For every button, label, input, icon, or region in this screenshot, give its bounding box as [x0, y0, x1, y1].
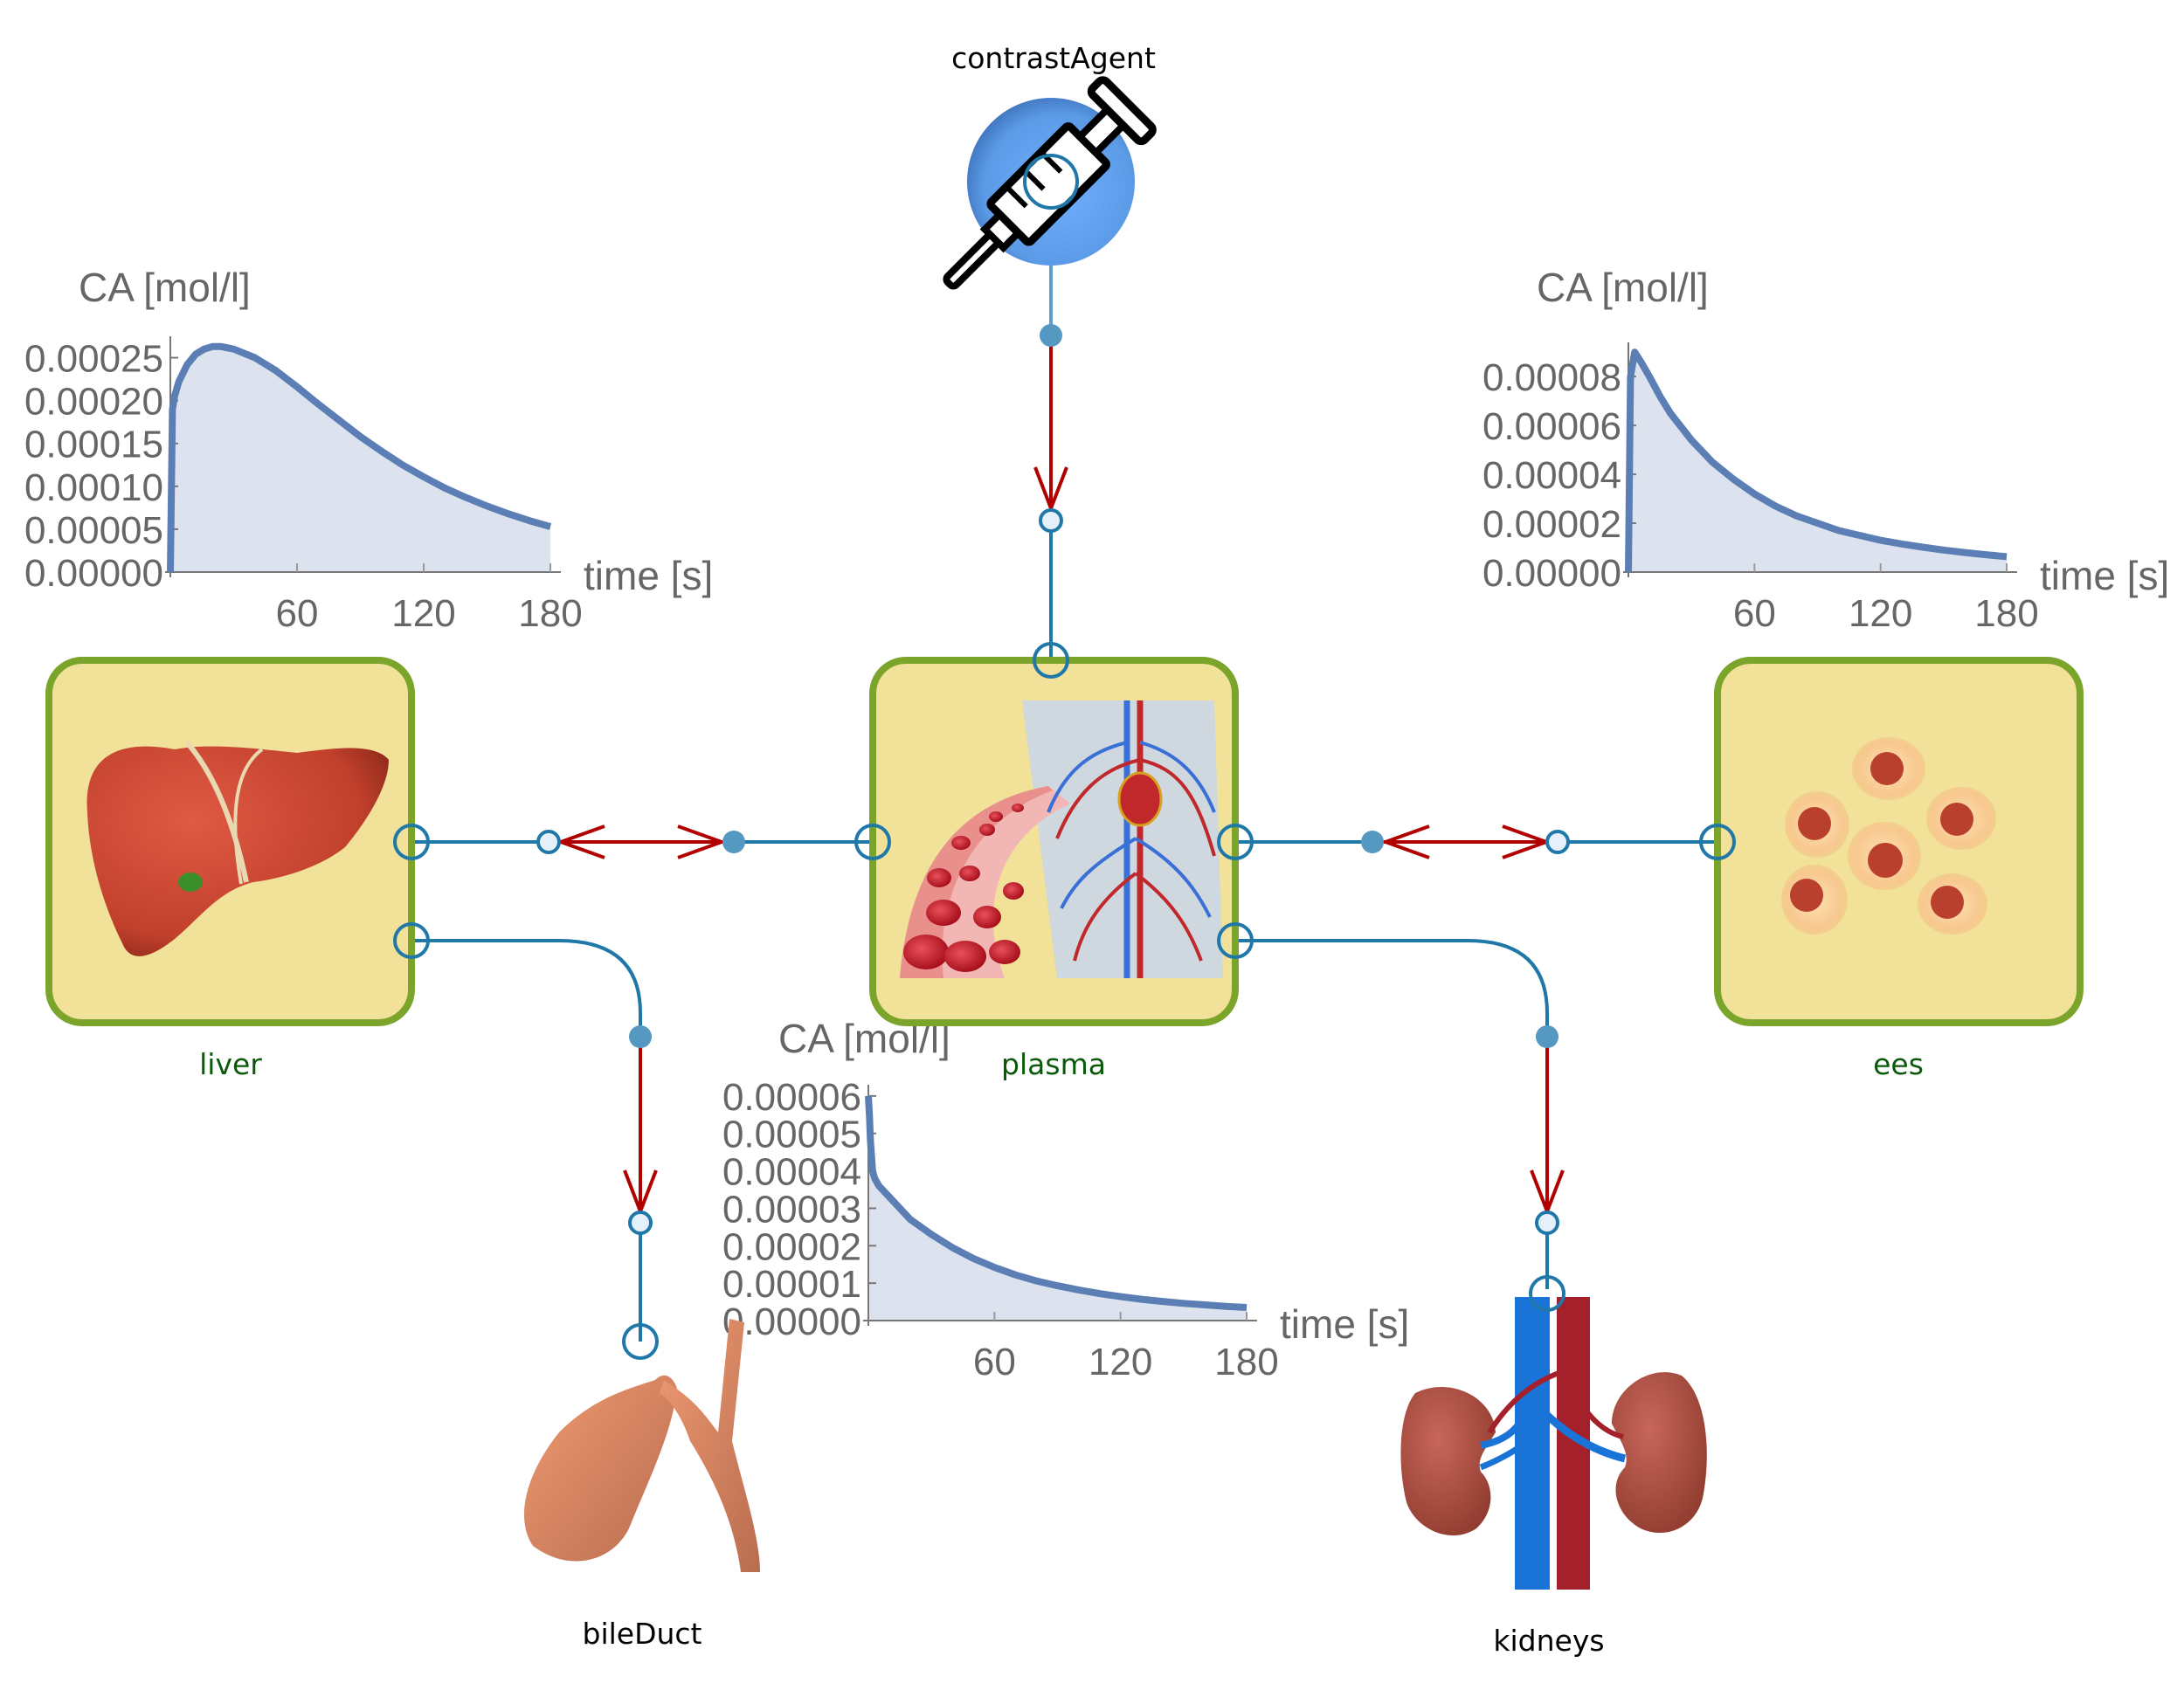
plasma-port-kidneys[interactable] — [1217, 922, 1254, 959]
compartment-liver[interactable]: liver — [45, 657, 430, 1081]
y-tick-label: 0.00020 — [24, 381, 163, 424]
y-tick-label: 0.00005 — [722, 1114, 861, 1156]
liver-port-plasma[interactable] — [393, 824, 430, 860]
compartment-label-liver: liver — [199, 1047, 262, 1081]
x-tick-label: 60 — [1733, 592, 1776, 635]
compartment-label-plasma: plasma — [1001, 1047, 1106, 1081]
y-tick-label: 0.00001 — [722, 1263, 861, 1306]
x-tick-label: 60 — [276, 592, 319, 635]
x-tick-label: 180 — [1974, 592, 2038, 635]
node-label-kidneys: kidneys — [1493, 1624, 1604, 1658]
connection-liver-bileduct[interactable] — [411, 939, 659, 1360]
chart-area-fill — [1628, 352, 2007, 572]
y-tick-label: 0.00004 — [722, 1151, 861, 1194]
ees-concentration-chart: 0.00000 0.00002 0.00004 0.00006 0.00008 60 120… — [1482, 265, 2169, 635]
x-tick-label: 120 — [391, 592, 455, 635]
connection-plasma-ees[interactable] — [1235, 824, 1717, 859]
flow-node-liver-side[interactable] — [536, 830, 561, 854]
chart-series-line — [865, 1095, 1248, 1311]
y-tick-label: 0.00004 — [1482, 454, 1621, 497]
x-tick-label: 180 — [1214, 1341, 1278, 1383]
chart-area-fill — [868, 1095, 1247, 1321]
x-axis-title: time [s] — [1280, 1301, 1409, 1347]
plasma-port-liver[interactable] — [854, 824, 891, 860]
contrastagent-port[interactable] — [1023, 154, 1079, 210]
connection-liver-plasma[interactable] — [411, 824, 873, 859]
y-tick-label: 0.00008 — [1482, 356, 1621, 399]
y-tick-label: 0.00025 — [24, 338, 163, 381]
chart-series-line — [167, 342, 552, 573]
node-kidneys[interactable]: kidneys — [1400, 1275, 1707, 1658]
flow-node-plasma-side[interactable] — [722, 831, 745, 853]
liver-icon — [86, 741, 389, 956]
bileduct-port[interactable] — [622, 1323, 659, 1360]
x-tick-label: 120 — [1849, 592, 1912, 635]
connection-plasma-kidneys[interactable] — [1235, 939, 1565, 1289]
cells-icon — [1781, 737, 1996, 935]
y-tick-label: 0.00002 — [722, 1225, 861, 1268]
x-tick-label: 120 — [1089, 1341, 1152, 1383]
flow-source-node[interactable] — [1536, 1025, 1559, 1048]
plasma-port-contrastagent[interactable] — [1033, 642, 1069, 679]
y-axis-title: CA [mol/l] — [1537, 265, 1709, 310]
kidneys-port[interactable] — [1529, 1275, 1565, 1312]
node-contrastagent[interactable]: contrastAgent — [923, 41, 1157, 309]
y-tick-label: 0.00000 — [24, 552, 163, 595]
connector-line — [411, 939, 642, 1037]
y-tick-label: 0.00006 — [1482, 405, 1621, 448]
compartment-label-ees: ees — [1873, 1047, 1924, 1081]
node-label-contrastagent: contrastAgent — [951, 41, 1156, 75]
compartment-ees[interactable]: ees — [1699, 657, 2084, 1081]
y-axis-title: CA [mol/l] — [79, 265, 251, 310]
node-bileduct[interactable]: bileDuct — [524, 1319, 760, 1651]
chart-area-fill — [170, 346, 550, 572]
node-label-bileduct: bileDuct — [583, 1617, 702, 1651]
x-axis-title: time [s] — [2040, 553, 2169, 598]
compartment-plasma[interactable]: plasma — [854, 642, 1254, 1081]
y-tick-label: 0.00005 — [24, 509, 163, 552]
connector-line — [1235, 939, 1549, 1037]
flow-source-node[interactable] — [1040, 324, 1062, 347]
y-tick-label: 0.00002 — [1482, 503, 1621, 546]
y-tick-label: 0.00003 — [722, 1188, 861, 1231]
flow-target-node[interactable] — [1535, 1211, 1559, 1235]
plasma-port-ees[interactable] — [1217, 824, 1254, 860]
y-tick-label: 0.00010 — [24, 466, 163, 509]
y-tick-label: 0.00000 — [722, 1300, 861, 1343]
ees-port-plasma[interactable] — [1699, 824, 1736, 860]
flow-arrowhead-left-icon — [1380, 824, 1430, 859]
syringe-icon — [943, 76, 1157, 290]
circulatory-system-icon — [900, 700, 1223, 978]
kidneys-icon — [1400, 1297, 1707, 1590]
flow-target-node[interactable] — [628, 1211, 653, 1235]
chart-series-line — [1625, 348, 2008, 573]
liver-port-bileduct[interactable] — [393, 922, 430, 959]
connection-contrastagent-plasma[interactable] — [1033, 262, 1068, 659]
y-tick-label: 0.00000 — [1482, 552, 1621, 595]
x-axis-title: time [s] — [584, 553, 713, 598]
flow-arrowhead-right-icon — [677, 824, 727, 859]
flow-node-ees-side[interactable] — [1545, 830, 1570, 854]
flow-target-node[interactable] — [1039, 508, 1063, 533]
gallbladder-icon — [524, 1319, 760, 1572]
x-tick-label: 60 — [973, 1341, 1016, 1383]
x-tick-label: 180 — [518, 592, 582, 635]
flow-node-plasma-side[interactable] — [1361, 831, 1384, 853]
flow-source-node[interactable] — [629, 1025, 652, 1048]
plasma-concentration-chart: 0.000000.000010.000020.000030.000040.000… — [722, 1016, 1409, 1383]
liver-concentration-chart: 0.000000.000050.000100.000150.000200.000… — [24, 265, 713, 635]
y-tick-label: 0.00015 — [24, 424, 163, 466]
y-tick-label: 0.00006 — [722, 1076, 861, 1119]
